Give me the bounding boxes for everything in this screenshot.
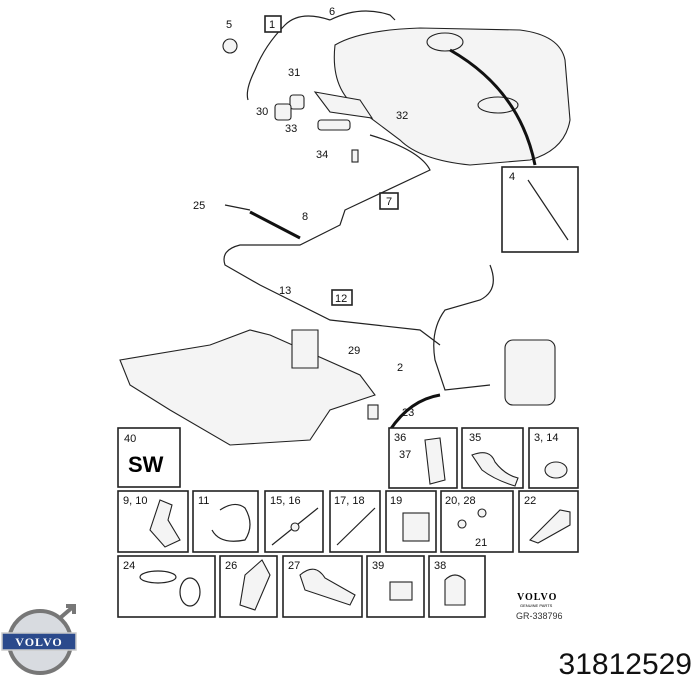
arrow-25 <box>249 210 301 240</box>
callout-34: 34 <box>316 149 328 161</box>
callout-33: 33 <box>285 123 297 135</box>
box-label: 11 <box>198 495 209 507</box>
detail-box-20-28: 20, 28 21 <box>440 490 514 553</box>
callout-30: 30 <box>256 106 268 118</box>
detail-box-26: 26 <box>219 555 278 618</box>
part-5-ring <box>222 38 238 54</box>
bracket-29 <box>291 329 319 369</box>
box-label: 40 <box>124 433 136 445</box>
arrow-4 <box>449 48 537 166</box>
box-label: 3, 14 <box>534 432 558 444</box>
callout-32: 32 <box>396 110 408 122</box>
diagram-reference: GR-338796 <box>516 611 563 621</box>
detail-box-38: 38 <box>428 555 486 618</box>
callout-25: 25 <box>193 200 205 212</box>
detail-box-17-18: 17, 18 <box>329 490 381 553</box>
box-label: 39 <box>372 560 384 572</box>
logo-text: VOLVO <box>15 635 62 649</box>
box-label: 26 <box>225 560 237 572</box>
detail-box-27: 27 <box>282 555 363 618</box>
callout-7: 7 <box>386 196 392 208</box>
box-label: 27 <box>288 560 300 572</box>
part-number: 31812529 <box>558 648 692 681</box>
callout-31: 31 <box>288 67 300 79</box>
detail-box-35: 35 <box>461 427 524 489</box>
brand-tagline: GENUINE PARTS <box>520 603 553 608</box>
detail-box-22: 22 <box>518 490 579 553</box>
callout-8: 8 <box>302 211 308 223</box>
part-33 <box>317 119 351 131</box>
box-label: 19 <box>390 495 402 507</box>
evap-canister <box>504 339 556 406</box>
part-25 <box>224 204 251 211</box>
callout-13: 13 <box>279 285 291 297</box>
pipe-2 <box>433 264 494 391</box>
callout-6: 6 <box>329 6 335 18</box>
box-label: 15, 16 <box>270 495 301 507</box>
detail-box-3-14: 3, 14 <box>528 427 579 489</box>
bolt-34 <box>351 149 359 163</box>
part-32 <box>313 91 374 119</box>
detail-box-40: 40 SW <box>117 427 181 488</box>
box-label: 24 <box>123 560 135 572</box>
callout-23: 23 <box>402 407 414 419</box>
box-label: 9, 10 <box>123 495 147 507</box>
detail-box-15-16: 15, 16 <box>264 490 324 553</box>
detail-box-11: 11 <box>192 490 259 553</box>
detail-box-39: 39 <box>366 555 425 618</box>
box-label: 22 <box>524 495 536 507</box>
callout-4: 4 <box>509 171 515 183</box>
detail-box-4 <box>501 166 579 253</box>
callout-2: 2 <box>397 362 403 374</box>
callout-5: 5 <box>226 19 232 31</box>
detail-box-19: 19 <box>385 490 437 553</box>
hose-6-end <box>329 10 396 21</box>
part-4 <box>527 179 569 241</box>
brand-name: VOLVO <box>517 592 557 603</box>
detail-box-9-10: 9, 10 <box>117 490 189 553</box>
callout-box-7 <box>379 192 399 210</box>
callout-29: 29 <box>348 345 360 357</box>
callout-box-1 <box>264 15 282 33</box>
box-label: 35 <box>469 432 481 444</box>
box-sublabel: 21 <box>475 537 487 549</box>
box-label: 36 <box>394 432 406 444</box>
sw-label: SW <box>128 452 164 477</box>
tank-opening <box>426 32 464 52</box>
part-30 <box>274 103 292 121</box>
box-label: 20, 28 <box>445 495 476 507</box>
detail-box-36: 36 37 <box>388 427 458 489</box>
box-label: 38 <box>434 560 446 572</box>
bolt-23 <box>367 404 379 420</box>
fuel-line <box>223 134 441 346</box>
volvo-logo: VOLVO <box>1 604 77 675</box>
callout-box-12 <box>331 289 353 306</box>
hose-6 <box>246 15 331 101</box>
detail-box-24: 24 <box>117 555 216 618</box>
box-label: 17, 18 <box>334 495 365 507</box>
callout-1: 1 <box>269 19 275 31</box>
arrow-2 <box>388 393 441 431</box>
part-31 <box>289 94 305 110</box>
box-sublabel: 37 <box>399 449 411 461</box>
callout-12: 12 <box>335 293 347 305</box>
